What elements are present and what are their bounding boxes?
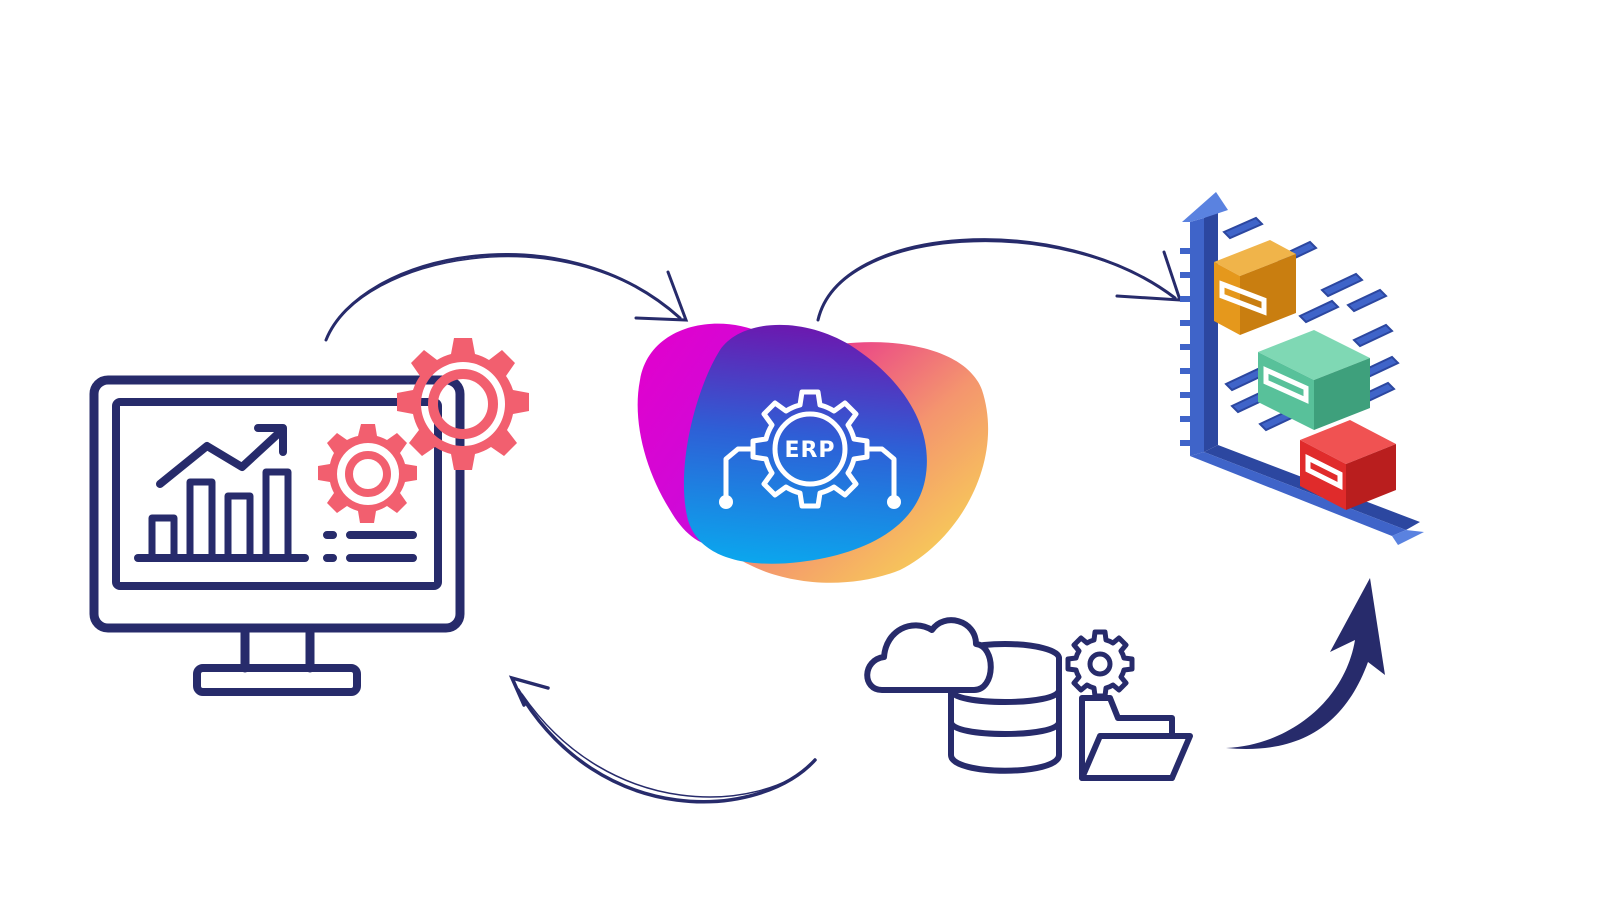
arrow-database-to-monitor [508,675,817,804]
gantt-bar-red [1300,420,1396,510]
gantt-chart-3d-icon [1180,192,1424,545]
gantt-bar-green [1258,330,1370,430]
arrow-database-to-gantt [1226,578,1385,749]
gantt-bar-orange [1214,240,1296,335]
cloud-shape [864,617,994,693]
erp-hub: ERP [637,323,989,583]
gear-large-icon [397,338,529,470]
monitor-analytics-icon [89,375,465,696]
erp-gear-icon: ERP [719,389,901,509]
gear-small-icon [318,424,417,523]
arrow-erp-to-gantt [816,238,1183,322]
cloud-database-folder-icon [864,617,1193,781]
blob-front [683,324,927,564]
erp-label: ERP [784,438,835,463]
arrow-monitor-to-erp [324,253,689,342]
